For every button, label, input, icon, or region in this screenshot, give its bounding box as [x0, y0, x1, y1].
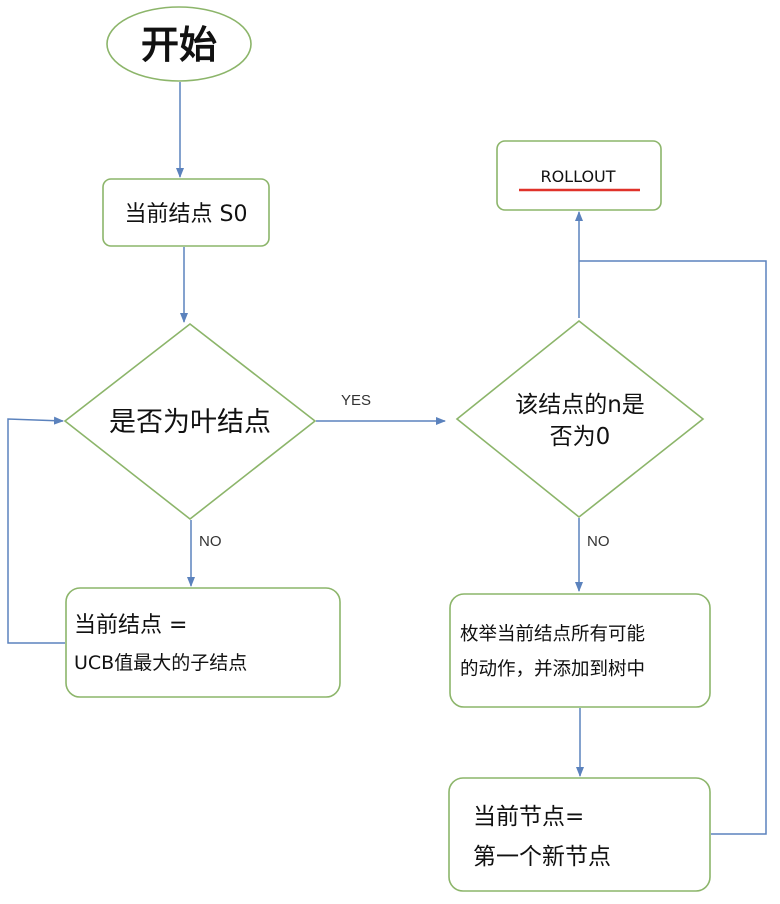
first-new-line1: 当前节点= — [473, 804, 584, 830]
is-leaf-decision — [63, 322, 317, 521]
is-leaf-label: 是否为叶结点 — [109, 407, 271, 438]
n-zero-label-line2: 否为0 — [550, 424, 611, 450]
no-label-left: NO — [199, 533, 222, 550]
first-new-line2: 第一个新节点 — [473, 844, 611, 870]
select-child-line2: UCB值最大的子结点 — [74, 652, 247, 674]
start-label: 开始 — [141, 23, 217, 67]
rollout-label: ROLLOUT — [540, 167, 615, 186]
current-node-s0-label: 当前结点 S0 — [125, 202, 248, 227]
expand-line1: 枚举当前结点所有可能 — [460, 624, 645, 645]
select-child-line1: 当前结点 = — [74, 613, 187, 638]
first-new-node — [448, 777, 711, 892]
rollout-node — [496, 140, 662, 211]
expand-node — [449, 593, 711, 708]
arrow-loop-back — [7, 416, 65, 644]
expand-line2: 的动作，并添加到树中 — [460, 659, 645, 680]
n-zero-label-line1: 该结点的n是 — [515, 392, 645, 418]
yes-label: YES — [341, 392, 371, 409]
start-node — [106, 6, 252, 82]
select-child-node — [65, 587, 341, 698]
no-label-right: NO — [587, 533, 610, 550]
n-zero-decision — [455, 319, 705, 519]
arrow-first-to-rollout — [579, 260, 767, 835]
current-node-s0 — [102, 178, 270, 247]
